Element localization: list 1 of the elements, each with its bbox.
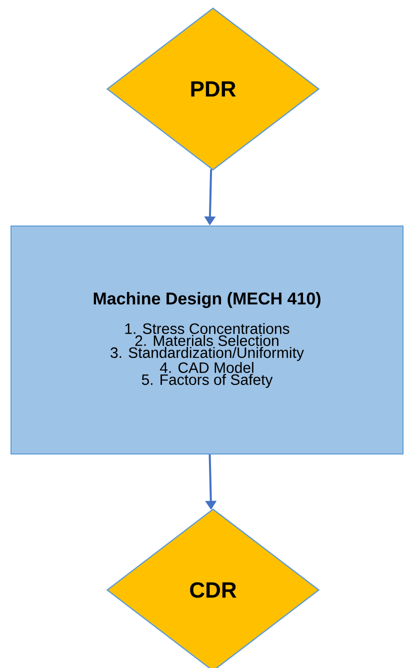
process-box: Machine Design (MECH 410) 1. Stress Concentrations 2. Materials Selection 3. Standardization/Uniformity 4. CAD Model 5. Factors of Safety (10, 226, 404, 454)
